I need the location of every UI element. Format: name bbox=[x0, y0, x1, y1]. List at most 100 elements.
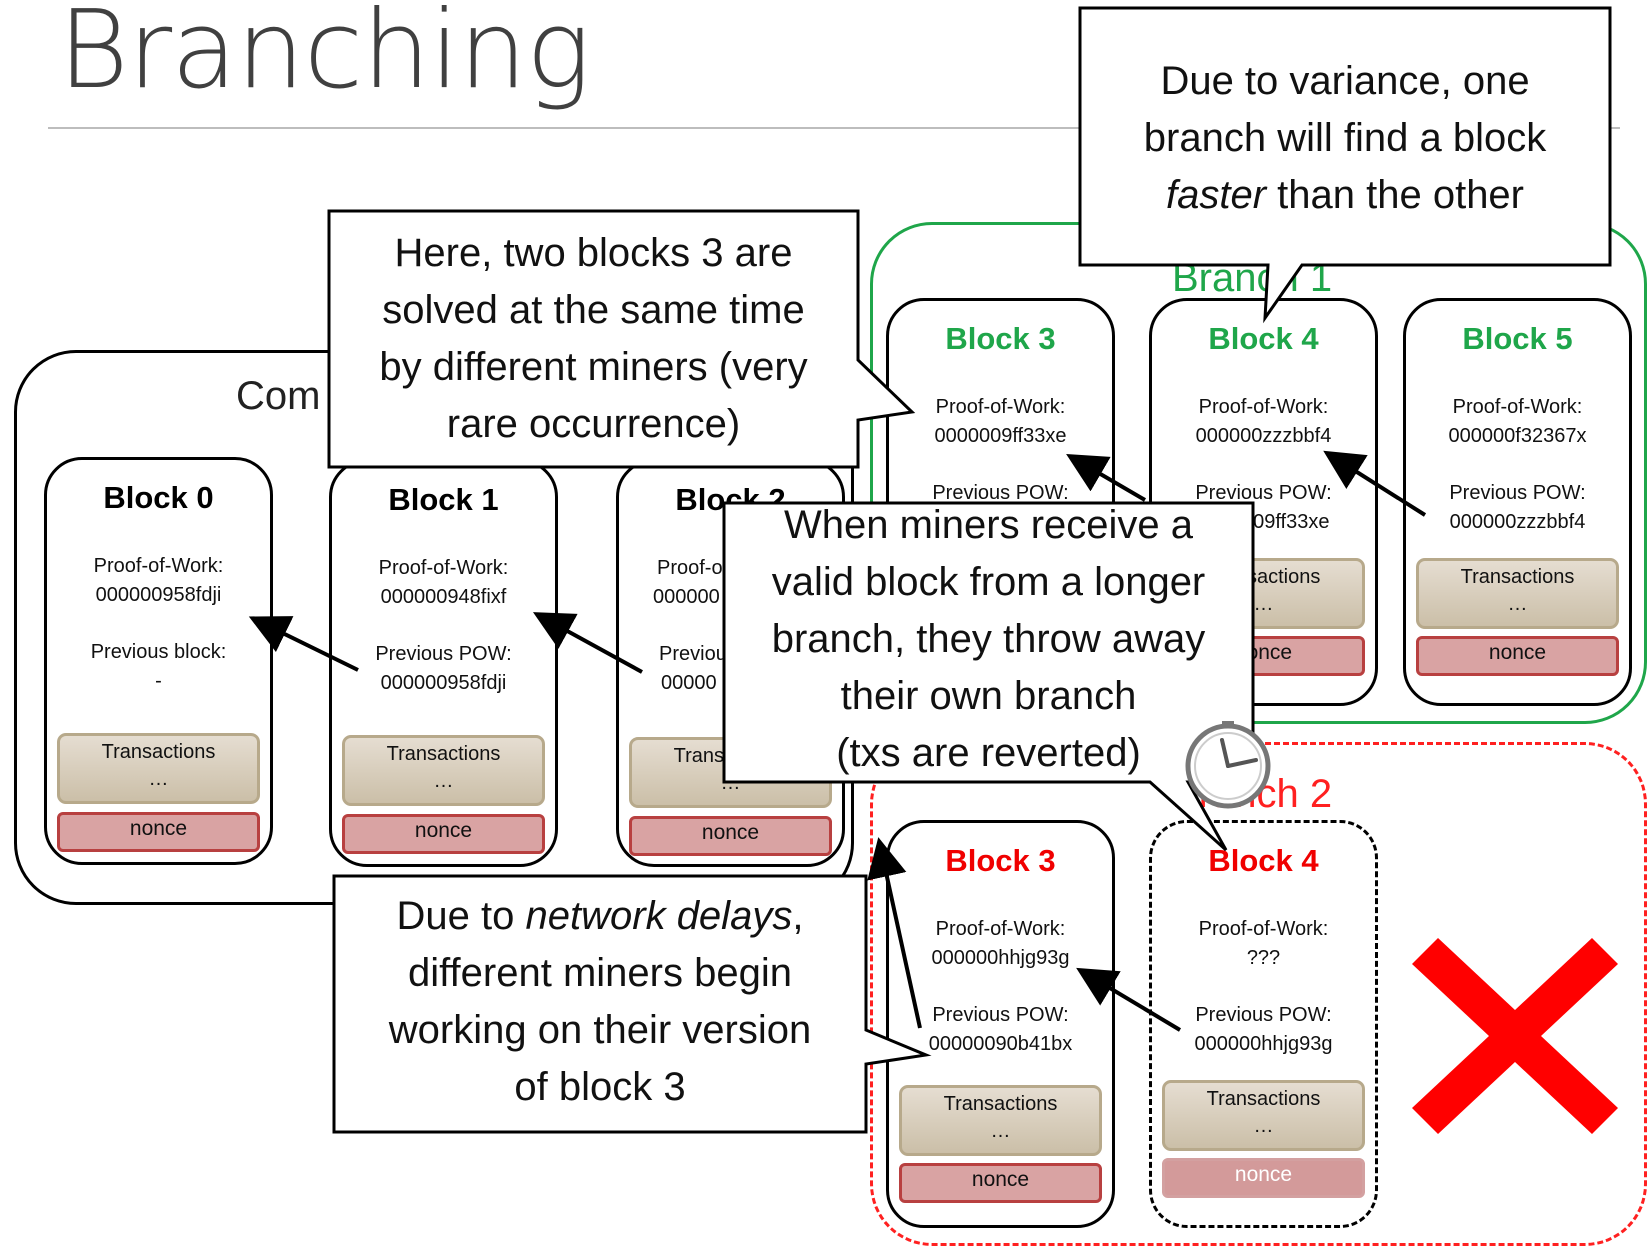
prev-value: 00000 bbox=[661, 672, 717, 694]
pow-value: ??? bbox=[1246, 947, 1281, 969]
callout-line: When miners receive a bbox=[783, 503, 1194, 547]
pow-label: Proof-of-Work: bbox=[1198, 918, 1329, 940]
block-title: Block 4 bbox=[1208, 321, 1319, 356]
pow-value: 000000zzzbbf4 bbox=[1195, 425, 1332, 447]
prev-value: 000000zzzbbf4 bbox=[1449, 511, 1586, 533]
callout-line: solved at the same time bbox=[382, 288, 805, 332]
pow-label: Proof-of-Work: bbox=[935, 918, 1066, 940]
branch-1-block-5-card: Block 5 Proof-of-Work: 000000f32367x Pre… bbox=[1403, 298, 1632, 706]
prev-value: 00000090b41bx bbox=[928, 1033, 1073, 1055]
callout-line: branch will find a block bbox=[1143, 116, 1547, 160]
pow-label: Proof-of-Work: bbox=[378, 557, 509, 579]
pow-label: Proof-of-Work: bbox=[93, 555, 224, 577]
transactions-box: Transactions … bbox=[1162, 1080, 1365, 1151]
emphasis: network delays bbox=[525, 894, 793, 938]
arrow bbox=[1076, 967, 1182, 1032]
callout-line: branch, they throw away bbox=[771, 617, 1206, 661]
nonce-field: nonce bbox=[1162, 1158, 1365, 1198]
block-title: Block 0 bbox=[103, 480, 214, 515]
transactions-label: Transactions bbox=[386, 743, 501, 765]
callout-line: of block 3 bbox=[514, 1065, 686, 1109]
transactions-box: Transactions … bbox=[899, 1085, 1102, 1156]
callout-variance-text: Due to variance, one branch will find a … bbox=[1083, 53, 1607, 224]
callout-line: rare occurrence) bbox=[446, 402, 741, 446]
callout-line: Due to network delays, bbox=[337, 888, 863, 945]
arrow bbox=[867, 837, 922, 1029]
transactions-label: Transactions bbox=[101, 741, 216, 763]
nonce-field: nonce bbox=[899, 1163, 1102, 1203]
pow-label: Proof-of-Work: bbox=[1198, 396, 1329, 418]
callout-line: by different miners (very bbox=[379, 345, 808, 389]
pow-value: 000000hhjg93g bbox=[931, 947, 1070, 969]
prev-label: Previous POW: bbox=[1195, 482, 1332, 504]
callout-line: Here, two blocks 3 are bbox=[394, 231, 793, 275]
branch-2-block-3-card: Block 3 Proof-of-Work: 000000hhjg93g Pre… bbox=[886, 820, 1115, 1228]
block-title: Block 1 bbox=[388, 482, 499, 517]
callout-same-time-text: Here, two blocks 3 are solved at the sam… bbox=[332, 225, 855, 453]
nonce-field: nonce bbox=[342, 814, 545, 854]
callout-variance bbox=[1078, 6, 1612, 324]
transactions-box: Transactions … bbox=[57, 733, 260, 804]
arrow bbox=[1323, 450, 1427, 517]
callout-receive-text: When miners receive a valid block from a… bbox=[727, 497, 1250, 782]
arrow bbox=[248, 616, 359, 672]
common-region-label: Com bbox=[236, 374, 321, 418]
pow-value: 0000009ff33xe bbox=[934, 425, 1067, 447]
branch-2-block-4-pending-card: Block 4 Proof-of-Work: ??? Previous POW:… bbox=[1149, 820, 1378, 1228]
callout-same-time bbox=[327, 209, 916, 469]
pow-label: Proof-of-Work: bbox=[1452, 396, 1583, 418]
nonce-field: nonce bbox=[1416, 636, 1619, 676]
callout-span: than the other bbox=[1266, 173, 1524, 217]
callout-line: (txs are reverted) bbox=[836, 731, 1141, 775]
transactions-ellipsis: … bbox=[148, 768, 169, 790]
pow-label: Proof-of-Work: bbox=[935, 396, 1066, 418]
block-title: Block 3 bbox=[945, 321, 1056, 356]
callout-receive bbox=[722, 501, 1255, 852]
prev-label: Previous POW: bbox=[932, 1004, 1069, 1026]
nonce-field: nonce bbox=[57, 812, 260, 852]
prev-label: Previous POW: bbox=[1195, 1004, 1332, 1026]
prev-value: 000000hhjg93g bbox=[1194, 1033, 1333, 1055]
prev-label: Previous block: bbox=[90, 641, 227, 663]
arrow bbox=[1066, 453, 1147, 502]
callout-line: their own branch bbox=[840, 674, 1137, 718]
transactions-ellipsis: … bbox=[990, 1120, 1011, 1142]
title-divider bbox=[48, 127, 1620, 129]
callout-line: faster than the other bbox=[1083, 167, 1607, 224]
transactions-label: Transactions bbox=[1206, 1088, 1321, 1110]
transactions-label: Transactions bbox=[1460, 566, 1575, 588]
clock-icon bbox=[1185, 721, 1271, 809]
pow-value: 000000948fixf bbox=[380, 586, 507, 608]
callout-line: working on their version bbox=[388, 1008, 812, 1052]
block-title: Block 5 bbox=[1462, 321, 1573, 356]
pow-value: 000000958fdji bbox=[95, 584, 222, 606]
pow-value: 000000 bbox=[653, 586, 720, 608]
prev-label: Previous POW: bbox=[375, 643, 512, 665]
callout-span: , bbox=[792, 894, 804, 938]
transactions-ellipsis: … bbox=[433, 770, 454, 792]
slide-title: Branching bbox=[58, 0, 591, 113]
prev-label: Previous POW: bbox=[1449, 482, 1586, 504]
block-1-card: Block 1 Proof-of-Work: 000000948fixf Pre… bbox=[329, 459, 558, 867]
callout-line: different miners begin bbox=[408, 951, 792, 995]
callout-network bbox=[332, 874, 932, 1134]
transactions-ellipsis: … bbox=[1507, 593, 1528, 615]
pow-value: 000000f32367x bbox=[1448, 425, 1587, 447]
prev-value: 000000958fdji bbox=[380, 672, 507, 694]
callout-line: Due to variance, one bbox=[1160, 59, 1530, 103]
transactions-box: Transactions … bbox=[342, 735, 545, 806]
block-0-card: Block 0 Proof-of-Work: 000000958fdji Pre… bbox=[44, 457, 273, 865]
arrow bbox=[532, 612, 643, 674]
transactions-label: Transactions bbox=[943, 1093, 1058, 1115]
callout-span: Due to bbox=[396, 894, 526, 938]
callout-network-text: Due to network delays, different miners … bbox=[337, 888, 863, 1116]
reject-x-icon bbox=[1412, 938, 1618, 1134]
transactions-box: Transactions … bbox=[1416, 558, 1619, 629]
emphasis: faster bbox=[1165, 173, 1267, 217]
callout-line: valid block from a longer bbox=[771, 560, 1206, 604]
prev-label: Previous POW: bbox=[932, 482, 1069, 504]
nonce-field: nonce bbox=[629, 816, 832, 856]
block-title: Block 3 bbox=[945, 843, 1056, 878]
prev-value: - bbox=[155, 670, 162, 692]
